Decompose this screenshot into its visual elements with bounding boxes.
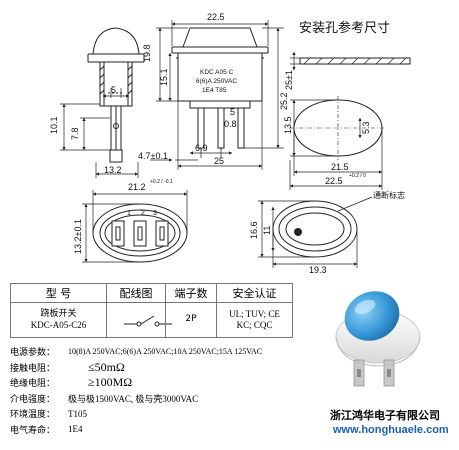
- header-wiring: 配线图: [106, 283, 166, 303]
- front-view-drawing: [171, 27, 269, 150]
- param-row: 环境温度： T105: [10, 406, 300, 422]
- header-certification: 安全认证: [216, 283, 293, 303]
- param-label: 电气寿命：: [10, 425, 56, 436]
- param-row: 接触电阻： ≤50mΩ: [10, 360, 300, 376]
- dim-side-pin-5: 5: [230, 107, 236, 117]
- dim-hole-225-tol: +0.2 / 0: [349, 173, 366, 179]
- param-row: 介电强度： 极与极1500VAC, 极与壳3000VAC: [10, 391, 300, 407]
- bottom-view-drawing: [92, 203, 188, 263]
- product-photo: [296, 270, 459, 405]
- param-label: 接触电阻：: [10, 363, 56, 374]
- spec-table-row: 跷板开关 KDC-A05-C26 2P UL; TUV; CE KC; CQC: [10, 302, 293, 338]
- dim-height-right: 25.2: [279, 92, 289, 110]
- company-name: 浙江鸿华电子有限公司: [330, 409, 440, 422]
- param-label: 绝缘电阻：: [10, 379, 56, 390]
- dim-top-view-11: 11: [262, 225, 272, 235]
- param-row: 绝缘电阻： ≥100MΩ: [10, 375, 300, 391]
- dim-width-132: 13.2: [104, 165, 122, 175]
- parameter-list: 电源参数： 10(8)A 250VAC;6(6)A 250VAC;10A 250…: [10, 344, 300, 437]
- dim-pin-spacing: 6.9: [195, 143, 208, 153]
- cell-wiring: [106, 302, 166, 338]
- body-label-line3: 1E4 T85: [202, 87, 227, 94]
- cell-model: 跷板开关 KDC-A05-C26: [10, 302, 107, 338]
- model-name: 跷板开关: [40, 308, 77, 319]
- dim-hole-135: 13.5: [283, 116, 293, 134]
- param-value: ≥100MΩ: [88, 375, 133, 390]
- pin-number-2: 2: [141, 210, 145, 217]
- dim-top-view-193: 19.3: [309, 265, 327, 275]
- dim-top-view-166: 16.6: [249, 221, 259, 239]
- param-value: ≤50mΩ: [88, 359, 125, 374]
- spec-table-header: 型 号 配线图 端子数 安全认证: [10, 283, 293, 303]
- dim-bottom-25: 25: [214, 156, 225, 166]
- param-label: 介电强度：: [10, 394, 56, 405]
- body-label-line1: KDC A05 C: [200, 69, 234, 76]
- dim-height-body: 15.1: [159, 68, 169, 86]
- dim-offset: 4.7±0.1: [138, 151, 168, 161]
- dim-bottom-width: 21.2: [128, 182, 146, 192]
- dim-hole-225: 22.5: [325, 176, 343, 186]
- dim-pin-left: 5: [111, 85, 117, 95]
- dim-bottom-width-tol: +0.2 / -0.1: [150, 179, 173, 185]
- pin-number-3: 3: [153, 210, 157, 217]
- param-value: T105: [68, 408, 87, 419]
- cert-line2: KC; CQC: [236, 320, 273, 330]
- indicator-note: 通断标志: [373, 191, 405, 200]
- param-label: 电源参数：: [10, 348, 56, 359]
- param-value: 1E4: [68, 424, 83, 435]
- cell-certification: UL; TUV; CE KC; CQC: [216, 302, 293, 338]
- side-view-drawing: [87, 27, 145, 163]
- header-model: 型 号: [10, 283, 107, 303]
- param-value: 极与极1500VAC, 极与壳3000VAC: [68, 393, 199, 404]
- dim-hole-53: 5.3: [361, 121, 371, 134]
- mounting-hole-drawing: [290, 57, 411, 160]
- model-number: KDC-A05-C26: [30, 320, 87, 330]
- dim-bottom-height: 13.2±0.1: [73, 219, 83, 254]
- website-url: www.honghuaele.com: [333, 424, 449, 436]
- dim-pin-height: 10.1: [49, 116, 59, 134]
- cell-terminals: 2P: [165, 302, 217, 338]
- param-row: 电气寿命： 1E4: [10, 422, 300, 438]
- dim-top-width: 22.5: [207, 12, 225, 22]
- dim-hole-25: 25±1: [284, 70, 294, 90]
- param-label: 环境温度：: [10, 410, 56, 421]
- dim-height-total: 19.8: [142, 44, 152, 62]
- dim-hole-215: 21.5: [331, 162, 349, 172]
- param-value: 10(8)A 250VAC;6(6)A 250VAC;10A 250VAC;15…: [68, 347, 263, 357]
- header-terminals: 端子数: [165, 283, 217, 303]
- cert-line1: UL; TUV; CE: [229, 308, 280, 319]
- param-row: 电源参数： 10(8)A 250VAC;6(6)A 250VAC;10A 250…: [10, 344, 300, 360]
- dim-pin-thickness: 0.8: [224, 119, 237, 129]
- dim-pin-78: 7.8: [70, 127, 80, 140]
- body-label-line2: 6(6)A 250VAC: [196, 78, 238, 85]
- pin-number-1: 1: [127, 210, 131, 217]
- spec-table: 型 号 配线图 端子数 安全认证 跷板开关 KDC-A05-C26 2P UL;…: [10, 283, 293, 338]
- hole-reference-title: 安装孔参考尺寸: [299, 21, 391, 36]
